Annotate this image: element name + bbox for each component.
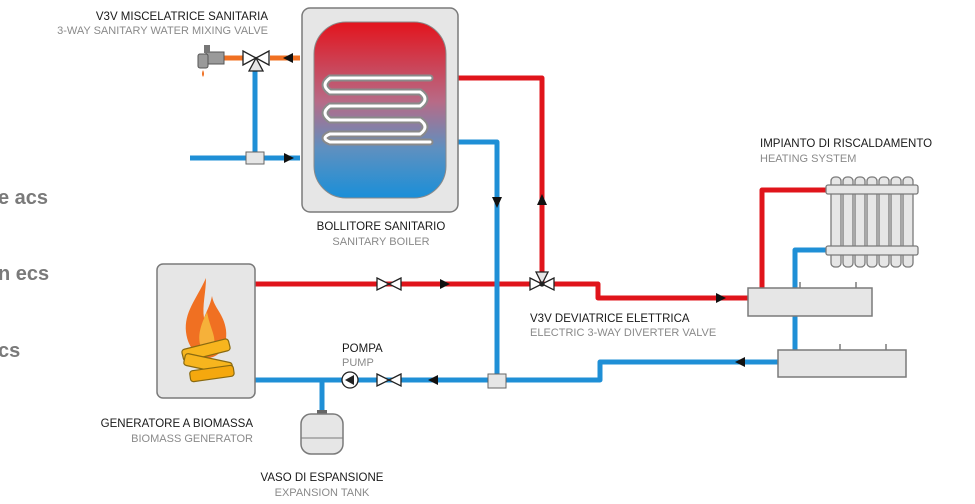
heating-manifold-supply bbox=[747, 282, 873, 317]
side-text-2: n ecs bbox=[0, 263, 49, 285]
mixing-valve-label: V3V MISCELATRICE SANITARIA bbox=[96, 11, 268, 23]
biomass-generator bbox=[156, 263, 256, 399]
pipe-hot-to-heating bbox=[552, 281, 748, 301]
pipe-hot-radiator bbox=[759, 187, 830, 288]
boiler-sublabel: SANITARY BOILER bbox=[332, 236, 429, 248]
diverter-label: V3V DEVIATRICE ELETTRICA bbox=[530, 313, 690, 325]
flow-arrow-icon bbox=[537, 194, 547, 205]
side-text-3: cs bbox=[0, 340, 20, 362]
tee-fitting-return bbox=[487, 373, 507, 389]
expansion-tank-icon bbox=[300, 410, 344, 455]
pump-label: POMPA bbox=[342, 343, 383, 355]
radiator-icon bbox=[825, 176, 919, 268]
mixing-valve-icon bbox=[242, 49, 270, 72]
pipe-cold-radiator bbox=[792, 247, 830, 288]
flow-arrow-icon bbox=[428, 375, 438, 385]
pump-icon bbox=[341, 371, 359, 389]
tank-sublabel: EXPANSION TANK bbox=[275, 487, 370, 499]
flow-arrow-icon bbox=[284, 153, 294, 163]
tank-label: VASO DI ESPANSIONE bbox=[261, 472, 384, 484]
generator-sublabel: BIOMASS GENERATOR bbox=[131, 433, 253, 445]
flow-arrow-icon bbox=[735, 357, 745, 367]
boiler-label: BOLLITORE SANITARIO bbox=[317, 221, 446, 233]
gate-valve-icon bbox=[376, 372, 402, 388]
heating-label: IMPIANTO DI RISCALDAMENTO bbox=[760, 138, 932, 150]
pump-sublabel: PUMP bbox=[342, 357, 374, 369]
pipe-network bbox=[190, 55, 830, 412]
heating-manifold-return bbox=[777, 344, 907, 378]
boiler-coil-icon bbox=[321, 74, 434, 146]
flow-arrow-icon bbox=[283, 53, 293, 63]
flow-arrow-icon bbox=[440, 279, 450, 289]
faucet-icon bbox=[197, 45, 225, 77]
generator-label: GENERATORE A BIOMASSA bbox=[101, 418, 254, 430]
mixing-valve-sublabel: 3-WAY SANITARY WATER MIXING VALVE bbox=[57, 25, 268, 37]
side-text-1: e acs bbox=[0, 187, 48, 209]
sanitary-boiler bbox=[301, 7, 459, 213]
flow-arrow-icon bbox=[716, 293, 726, 303]
tee-fitting-sanitary bbox=[245, 151, 265, 165]
flow-arrows bbox=[283, 53, 745, 385]
diverter-valve-icon bbox=[529, 271, 555, 292]
pipe-hot-to-boiler bbox=[430, 75, 545, 284]
gate-valve-icon bbox=[376, 276, 402, 292]
pipe-cold-return bbox=[255, 359, 778, 383]
flame-icon bbox=[181, 278, 235, 383]
diverter-sublabel: ELECTRIC 3-WAY DIVERTER VALVE bbox=[530, 327, 716, 339]
flow-arrow-icon bbox=[492, 197, 502, 208]
heating-sublabel: HEATING SYSTEM bbox=[760, 153, 856, 165]
